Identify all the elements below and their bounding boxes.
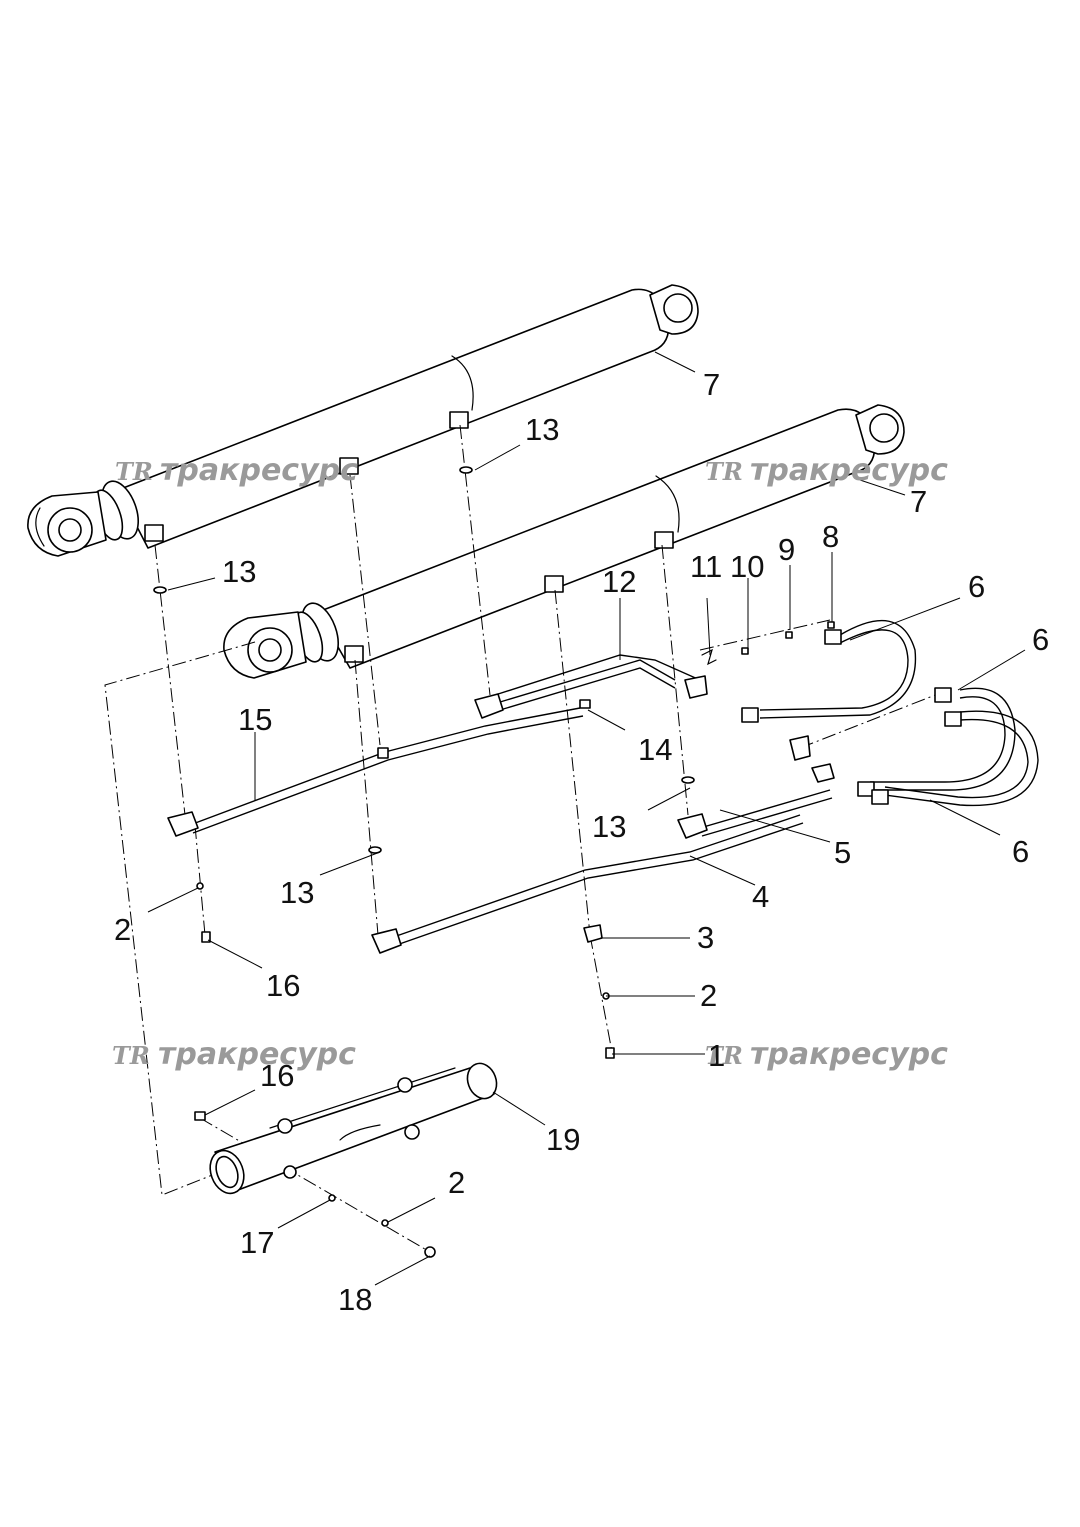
callout-17: 17	[240, 1225, 274, 1260]
callout-9: 9	[778, 532, 795, 567]
watermark-logo: TR	[112, 1041, 150, 1070]
watermark-text: тракресурс	[158, 1037, 356, 1072]
callout-2: 2	[448, 1165, 465, 1200]
callout-2: 2	[114, 912, 131, 947]
watermark-text: тракресурс	[750, 1037, 948, 1072]
guard-tube	[209, 1062, 498, 1195]
watermark-text: тракресурс	[750, 453, 948, 488]
callout-1: 1	[708, 1038, 725, 1073]
assembly-centerlines	[104, 424, 949, 1253]
hydraulic-cylinder-upper	[27, 284, 699, 557]
flexible-hoses	[741, 620, 1039, 807]
callout-13: 13	[592, 809, 626, 844]
hydraulic-tubes	[189, 654, 833, 949]
callout-8: 8	[822, 519, 839, 554]
callout-11: 11	[690, 549, 722, 584]
callout-18: 18	[338, 1282, 372, 1317]
callout-5: 5	[834, 835, 851, 870]
callout-13: 13	[280, 875, 314, 910]
callout-10: 10	[730, 549, 764, 584]
watermark-logo: TR	[115, 457, 153, 486]
callout-labels: 7 7 13 13 12 11 10 9 8 6 6 6 14 15 13 13…	[114, 367, 1049, 1317]
callout-19: 19	[546, 1122, 580, 1157]
callout-6: 6	[1032, 622, 1049, 657]
callout-12: 12	[602, 564, 636, 599]
watermark-top-left: TR тракресурс	[115, 453, 358, 488]
watermark-bottom-left: TR тракресурс	[112, 1037, 356, 1072]
callout-14: 14	[638, 732, 672, 767]
hydraulic-cylinder-lower	[223, 404, 905, 679]
callout-7: 7	[703, 367, 720, 402]
small-hardware	[153, 466, 835, 1258]
watermark-logo: TR	[705, 1041, 743, 1070]
watermark-text: тракресурс	[160, 453, 358, 488]
callout-16: 16	[260, 1058, 294, 1093]
callout-leaders	[147, 351, 1026, 1286]
callout-3: 3	[697, 920, 714, 955]
callout-4: 4	[752, 879, 769, 914]
watermark-logo: TR	[705, 457, 743, 486]
callout-7: 7	[910, 484, 927, 519]
watermark-bottom-right: TR тракресурс	[705, 1037, 948, 1072]
callout-16: 16	[266, 968, 300, 1003]
callout-15: 15	[238, 702, 272, 737]
watermark-top-right: TR тракресурс	[705, 453, 948, 488]
callout-2: 2	[700, 978, 717, 1013]
callout-13: 13	[525, 412, 559, 447]
callout-6: 6	[1012, 834, 1029, 869]
callout-6: 6	[968, 569, 985, 604]
callout-13: 13	[222, 554, 256, 589]
